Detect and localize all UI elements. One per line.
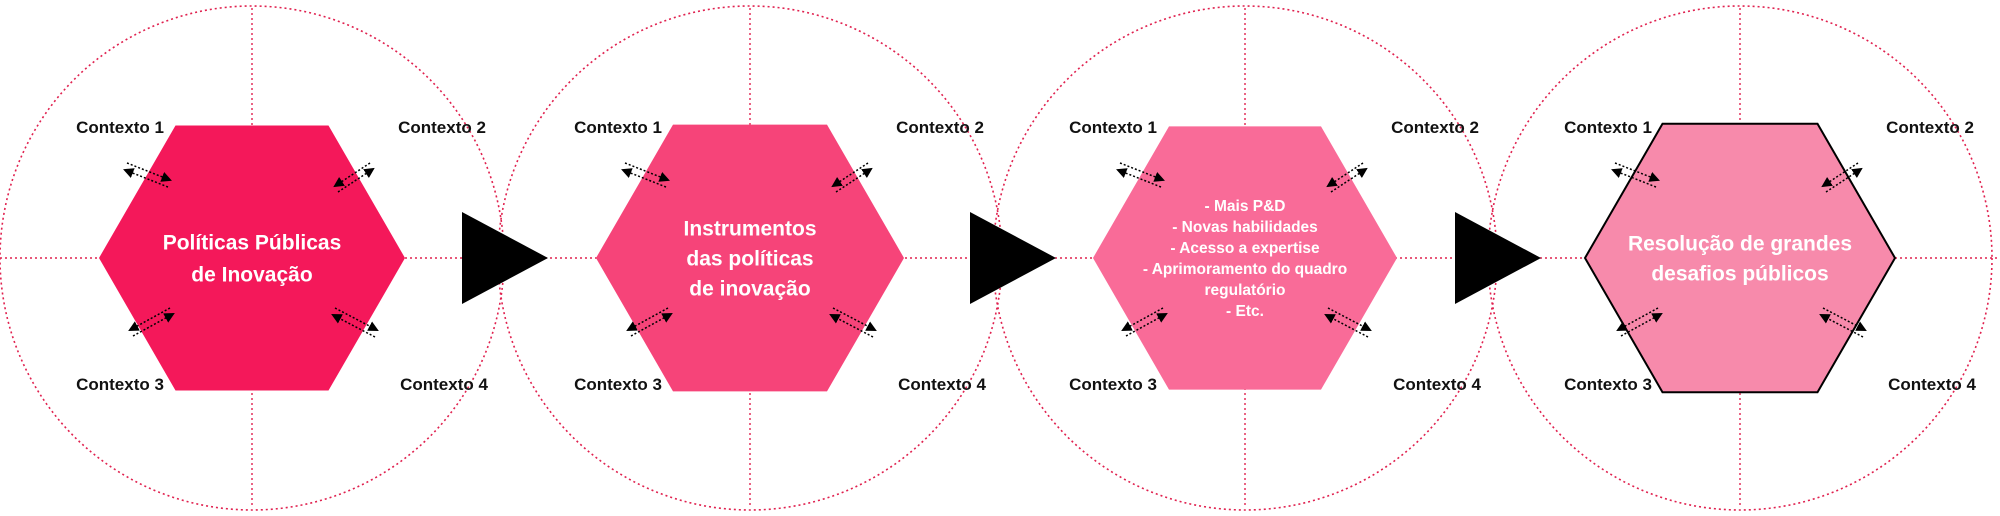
context-arrow-out-2 <box>835 167 873 193</box>
context-label-4: Contexto 4 <box>898 375 986 394</box>
stage-hexagon <box>1583 122 1897 394</box>
context-label-3: Contexto 3 <box>1564 375 1652 394</box>
stage-title-line: desafios públicos <box>1651 262 1828 285</box>
context-arrow-out-2 <box>1330 167 1368 193</box>
context-label-4: Contexto 4 <box>1393 375 1481 394</box>
stage-title-line: - Etc. <box>1226 303 1264 320</box>
stage-title-line: de inovação <box>689 277 810 300</box>
stage-title-line: - Acesso a expertise <box>1170 240 1320 257</box>
context-label-2: Contexto 2 <box>398 118 486 137</box>
stage-hexagon <box>1093 126 1397 390</box>
stage-title-line: regulatório <box>1205 282 1286 299</box>
context-label-4: Contexto 4 <box>400 375 488 394</box>
flow-arrow-2 <box>970 212 1056 304</box>
stage-1: Políticas Públicas de Inovação Contexto 1 C… <box>0 5 505 511</box>
context-label-3: Contexto 3 <box>76 375 164 394</box>
stage-title-line: - Mais P&D <box>1205 198 1286 215</box>
context-label-1: Contexto 1 <box>1069 118 1157 137</box>
context-arrow-out-2 <box>337 167 375 193</box>
stage-title-line: - Novas habilidades <box>1172 219 1318 236</box>
context-label-4: Contexto 4 <box>1888 375 1976 394</box>
stage-title-line: Políticas Públicas <box>163 231 342 254</box>
context-label-2: Contexto 2 <box>896 118 984 137</box>
context-arrow-out-2 <box>1825 167 1863 193</box>
stage-title-line: Resolução de grandes <box>1628 232 1852 255</box>
context-arrow-in-2 <box>1326 162 1364 188</box>
stage-title-line: - Aprimoramento do quadro <box>1143 261 1347 278</box>
stage-title-line: das políticas <box>686 247 813 270</box>
context-arrow-in-2 <box>1821 162 1859 188</box>
stage-title-line: de Inovação <box>191 263 312 286</box>
context-label-1: Contexto 1 <box>76 118 164 137</box>
context-label-1: Contexto 1 <box>574 118 662 137</box>
context-label-2: Contexto 2 <box>1886 118 1974 137</box>
context-label-3: Contexto 3 <box>1069 375 1157 394</box>
context-arrow-in-2 <box>333 162 371 188</box>
context-label-1: Contexto 1 <box>1564 118 1652 137</box>
stage-hexagon <box>596 124 904 392</box>
context-arrow-in-2 <box>831 162 869 188</box>
flow-arrow-3 <box>1455 212 1541 304</box>
flow-arrow-1 <box>462 212 548 304</box>
context-label-3: Contexto 3 <box>574 375 662 394</box>
stage-title-line: Instrumentos <box>683 217 816 240</box>
context-label-2: Contexto 2 <box>1391 118 1479 137</box>
stage-hexagon <box>99 125 405 391</box>
